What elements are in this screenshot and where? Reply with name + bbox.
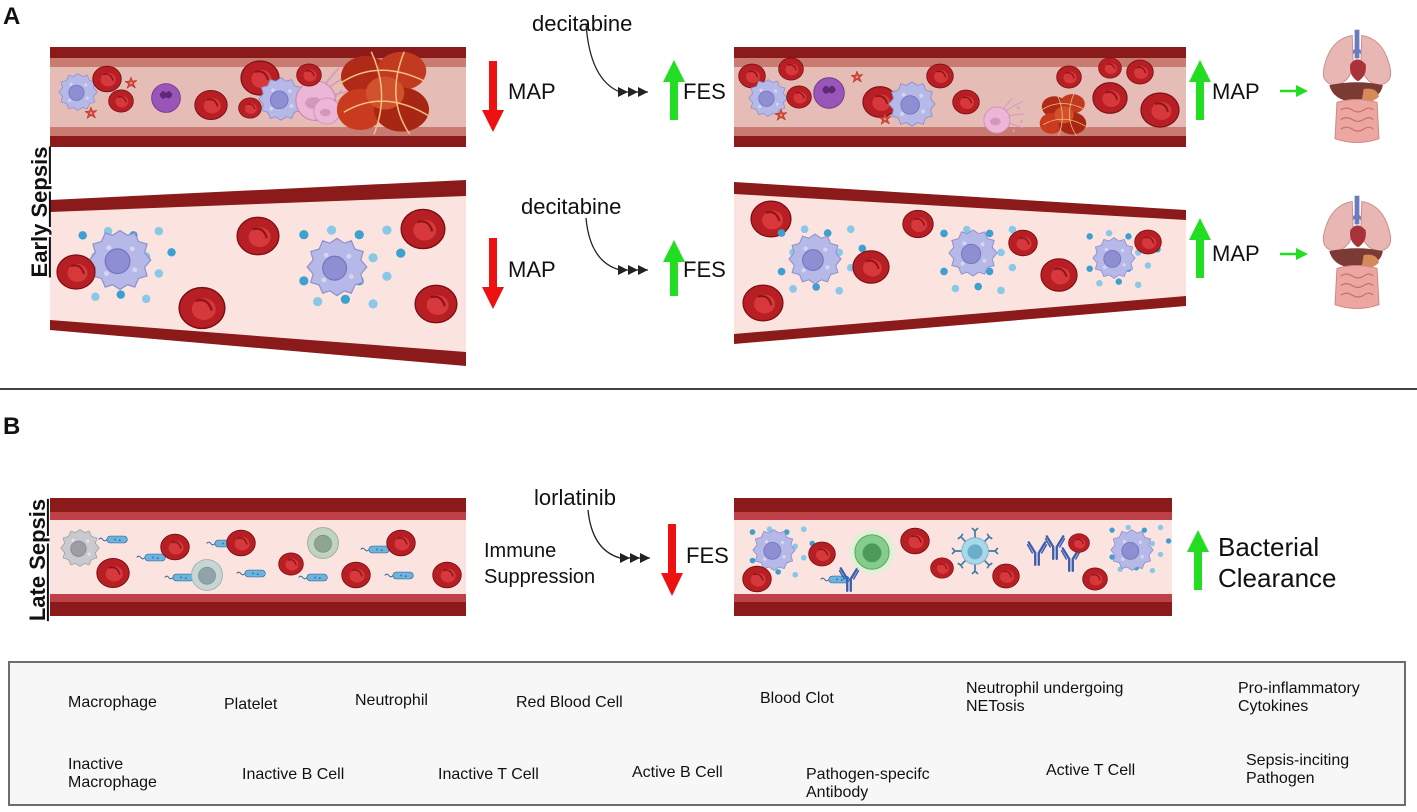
effect-label-a2-right: FES bbox=[683, 257, 726, 282]
legend bbox=[8, 661, 1406, 806]
legend-label-neutrophil: Neutrophil bbox=[355, 692, 428, 709]
legend-label-inactive-b: Inactive B Cell bbox=[242, 766, 345, 783]
vessel-a1-left bbox=[50, 47, 466, 147]
condition-line2: Suppression bbox=[484, 566, 596, 588]
legend-label-antibody: Pathogen-specifc Antibody bbox=[806, 766, 930, 801]
legend-label-netosis: Neutrophil undergoing NETosis bbox=[966, 680, 1124, 715]
legend-label-pathogen: Sepsis-inciting Pathogen bbox=[1246, 752, 1350, 787]
panel-b bbox=[50, 498, 1209, 616]
drug-label-a1: decitabine bbox=[532, 11, 633, 36]
panel-a bbox=[50, 23, 1391, 366]
outcome-label-a2: MAP bbox=[1212, 241, 1260, 266]
effect-label-a2-left: MAP bbox=[508, 257, 556, 282]
arrows-b bbox=[587, 509, 1209, 596]
arrows-a1 bbox=[482, 23, 1391, 142]
outcome-label-a1: MAP bbox=[1212, 79, 1260, 104]
legend-label-active-b: Active B Cell bbox=[632, 764, 723, 781]
vessel-b-left bbox=[50, 498, 466, 616]
condition-line1: Immune bbox=[484, 540, 557, 562]
legend-label-cytokines: Pro-inflammatory Cytokines bbox=[1238, 680, 1360, 715]
legend-label-platelet: Platelet bbox=[224, 696, 278, 713]
vessel-a2-left bbox=[50, 180, 466, 366]
outcome-line2: Clearance bbox=[1218, 563, 1337, 593]
legend-label-rbc: Red Blood Cell bbox=[516, 694, 623, 711]
legend-label-blood-clot: Blood Clot bbox=[760, 690, 834, 707]
drug-label-a2: decitabine bbox=[521, 194, 622, 219]
effect-label-a1-right: FES bbox=[683, 79, 726, 104]
panel-a-side-label: Early Sepsis bbox=[26, 146, 52, 278]
vessel-b-right bbox=[734, 498, 1172, 616]
drug-label-b: lorlatinib bbox=[534, 485, 616, 510]
vessel-a2-right bbox=[734, 182, 1186, 344]
panel-a-letter: A bbox=[3, 3, 21, 30]
outcome-line1: Bacterial bbox=[1218, 532, 1320, 562]
vessel-a1-right bbox=[734, 47, 1186, 147]
effect-label-a1-left: MAP bbox=[508, 79, 556, 104]
legend-label-macrophage: Macrophage bbox=[68, 694, 157, 711]
effect-label-b: FES bbox=[686, 543, 729, 568]
arrows-a2 bbox=[482, 196, 1391, 309]
legend-label-active-t: Active T Cell bbox=[1046, 762, 1136, 779]
legend-label-inactive-macrophage: Inactive Macrophage bbox=[68, 756, 157, 791]
panel-b-side-label: Late Sepsis bbox=[24, 498, 50, 622]
panel-b-letter: B bbox=[3, 413, 21, 440]
legend-label-inactive-t: Inactive T Cell bbox=[438, 766, 539, 783]
